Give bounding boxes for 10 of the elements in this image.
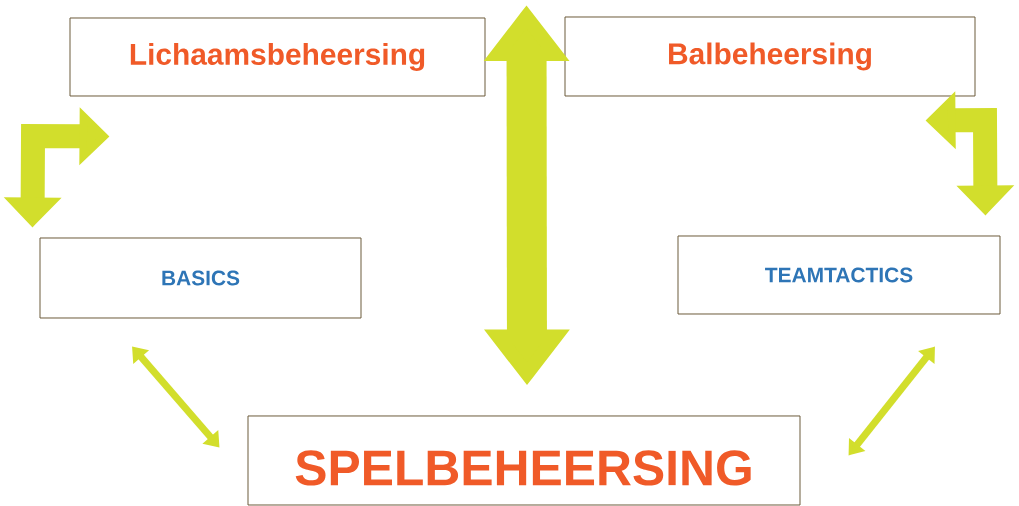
label-box — [39, 237, 362, 319]
box-label: Balbeheersing — [669, 42, 871, 71]
box-label: SPELBEHEERSING — [295, 450, 751, 486]
label-box — [677, 235, 1001, 315]
label-box — [564, 16, 976, 97]
box-label: TEAMTACTICS — [765, 267, 913, 283]
label-box — [247, 415, 801, 506]
box-label: BASICS — [162, 270, 240, 286]
label-box — [69, 17, 486, 97]
box-label: Lichaamsbeheersing — [130, 43, 425, 71]
